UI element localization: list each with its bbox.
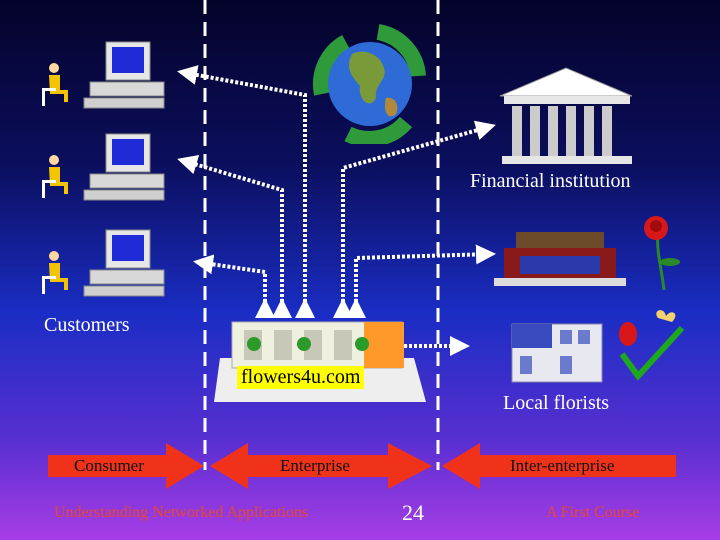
person-icon — [42, 251, 68, 294]
bank-icon — [499, 67, 633, 164]
computer-icon — [83, 229, 165, 297]
footer-title: Understanding Networked Applications — [54, 504, 309, 521]
computer-icon — [83, 41, 165, 109]
connector-customer-1 — [177, 65, 315, 318]
rose-icon — [644, 216, 680, 291]
shop-icon — [494, 232, 626, 286]
connector-customer-3 — [193, 254, 275, 318]
person-icon — [42, 155, 68, 198]
customer-station-2 — [42, 133, 165, 201]
arrow-enterprise — [210, 443, 432, 489]
footer-course: A First Course — [546, 504, 640, 521]
financial-label: Financial institution — [470, 170, 631, 192]
inter-enterprise-label: Inter-enterprise — [510, 456, 615, 475]
arrow-consumer — [48, 443, 204, 489]
person-icon — [42, 63, 68, 106]
connector-financial — [333, 120, 496, 318]
consumer-label: Consumer — [74, 456, 144, 475]
hub-label: flowers4u.com — [237, 366, 365, 389]
customer-station-1 — [42, 41, 165, 109]
customers-label: Customers — [44, 314, 130, 336]
connector-customer-2 — [177, 154, 292, 318]
customer-station-3 — [42, 229, 165, 297]
local-florists-label: Local florists — [503, 392, 610, 414]
flowers-checkmark-icon — [619, 310, 685, 381]
computer-icon — [83, 133, 165, 201]
florist-building-icon — [511, 323, 603, 383]
globe-recycle-icon — [312, 24, 426, 144]
arrow-inter-enterprise — [442, 443, 676, 489]
customers-group — [42, 41, 165, 297]
page-number: 24 — [402, 500, 424, 525]
enterprise-label: Enterprise — [280, 456, 350, 475]
